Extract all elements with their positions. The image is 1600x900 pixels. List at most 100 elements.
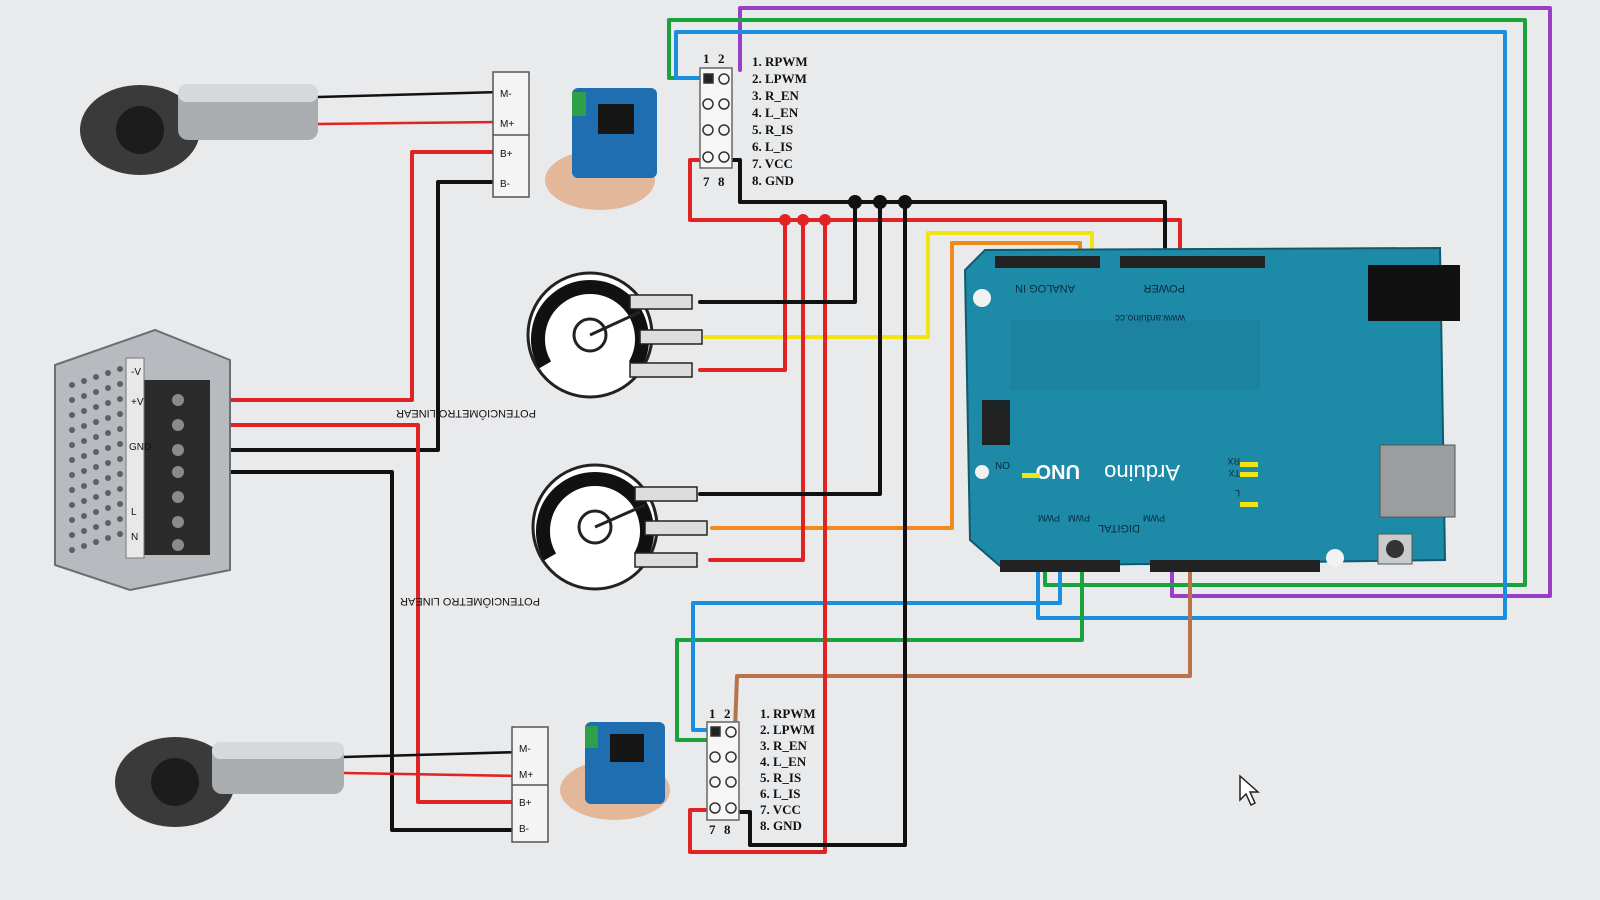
junctions <box>779 195 912 226</box>
wires <box>208 6 1552 854</box>
led-l <box>1240 502 1258 507</box>
junction-black <box>898 195 912 209</box>
arduino-uno-board: Arduino UNO www.arduino.cc ANALOG IN POW… <box>963 246 1460 572</box>
junction-red <box>819 214 831 226</box>
pin-number: 2 <box>718 51 725 66</box>
motor2-lead-black <box>342 750 522 759</box>
driver-header-top: 1 2 7 8 1. RPWM 2. LPWM 3. R_EN 4. L_EN … <box>699 51 808 189</box>
wire-psu-red-1 <box>208 150 502 402</box>
junction-black <box>873 195 887 209</box>
board-model: UNO <box>1036 460 1080 482</box>
wire-psu-black-2 <box>208 470 522 832</box>
terminal-label: M- <box>519 744 531 755</box>
driver-terminal <box>572 92 586 116</box>
pin-label: 4. L_EN <box>760 754 807 769</box>
pin-label: 3. R_EN <box>752 88 800 103</box>
reset-button-cap <box>1386 540 1404 558</box>
terminal-label: M+ <box>519 770 533 781</box>
terminal-block-bottom: M- M+ B+ B- <box>511 726 549 843</box>
board-power-label: POWER <box>1143 282 1185 294</box>
icsp-header <box>982 400 1010 445</box>
dc-motor-bottom <box>115 737 344 827</box>
wire-red-pot2 <box>708 218 805 562</box>
wire-red-vcc <box>688 158 1182 268</box>
wire-black-pot2 <box>698 200 882 496</box>
wire-red-driver2 <box>688 218 827 854</box>
psu-label: +V <box>131 397 144 408</box>
wire-psu-red-2 <box>208 423 522 804</box>
driver-header-bottom: 1 2 7 8 1. RPWM 2. LPWM 3. R_EN 4. L_EN … <box>706 706 816 837</box>
pot-pin <box>634 552 698 568</box>
pot-pin <box>629 362 693 378</box>
psu-label: L <box>131 507 137 518</box>
terminal-label: B+ <box>500 149 513 160</box>
motor2-lead-red <box>342 771 522 778</box>
pin-label: 8. GND <box>752 173 794 188</box>
terminal-label: M- <box>500 89 512 100</box>
pin-label: 2. LPWM <box>760 722 815 737</box>
terminal-label: B- <box>500 179 510 190</box>
pin-label: 3. R_EN <box>760 738 808 753</box>
board-pwm-label: PWM <box>1038 513 1060 523</box>
led-rx <box>1240 472 1258 477</box>
header-digital-high <box>1150 560 1320 572</box>
driver-module-photo-top <box>545 88 657 210</box>
psu-vents <box>69 366 123 553</box>
pot-pin <box>629 294 693 310</box>
wire-blue-1 <box>674 30 1507 620</box>
motor1-lead-red <box>316 120 502 126</box>
mount-hole <box>1326 549 1344 567</box>
power-jack <box>1368 265 1460 321</box>
psu-label-strip <box>125 357 145 559</box>
board-digital-label: DIGITAL <box>1098 522 1140 534</box>
wire-red-pot1 <box>698 218 787 372</box>
motor1-lead-black <box>316 90 502 99</box>
pin-label: 5. R_IS <box>752 122 793 137</box>
dc-motor-top <box>80 84 318 175</box>
driver-board <box>585 722 665 804</box>
potentiometer-2: POTENCIÔMETRO LINEAR <box>400 463 708 608</box>
motor-highlight <box>178 84 318 102</box>
pin-label: 8. GND <box>760 818 802 833</box>
terminal-label: B- <box>519 824 529 835</box>
header-analog <box>995 256 1100 268</box>
board-rx-label: RX <box>1227 456 1240 466</box>
pin-number: 2 <box>724 706 731 721</box>
board-analog-label: ANALOG IN <box>1015 282 1075 294</box>
terminal-label: B+ <box>519 798 532 809</box>
board-pwm-label: PWM <box>1143 513 1165 523</box>
board-tx-label: TX <box>1228 468 1240 478</box>
motor-highlight <box>212 742 344 759</box>
pin-number: 8 <box>718 174 725 189</box>
board-on-label: ON <box>995 459 1010 470</box>
mount-hole <box>973 289 991 307</box>
driver-chip <box>610 734 644 762</box>
pot-pin <box>634 486 698 502</box>
board-pwm-label: PWM <box>1068 513 1090 523</box>
driver-module-photo-bottom <box>560 722 670 820</box>
psu-label: GND <box>129 442 151 453</box>
wire-yellow <box>703 231 1094 339</box>
junction-red <box>779 214 791 226</box>
psu-label: -V <box>131 367 141 378</box>
pin-label: 6. L_IS <box>752 139 792 154</box>
driver-chip <box>598 104 634 134</box>
pin-number: 1 <box>703 51 710 66</box>
pin-number: 1 <box>709 706 716 721</box>
power-supply: -V +V GND L N <box>54 328 231 592</box>
board-chip-area <box>1010 320 1260 390</box>
psu-screws <box>172 394 184 551</box>
pin-label: 1. RPWM <box>752 54 808 69</box>
wire-green-1 <box>667 18 1527 587</box>
pot-label: POTENCIÔMETRO LINEAR <box>396 407 536 420</box>
pin-label: 5. R_IS <box>760 770 801 785</box>
psu-label: N <box>131 532 138 543</box>
pin-label: 7. VCC <box>752 156 793 171</box>
header-digital-low <box>1000 560 1120 572</box>
wire-black-pot1 <box>698 200 857 304</box>
wire-black-driver2 <box>733 200 907 847</box>
header-power <box>1120 256 1265 268</box>
pin-label: 7. VCC <box>760 802 801 817</box>
led-on <box>1022 473 1040 478</box>
